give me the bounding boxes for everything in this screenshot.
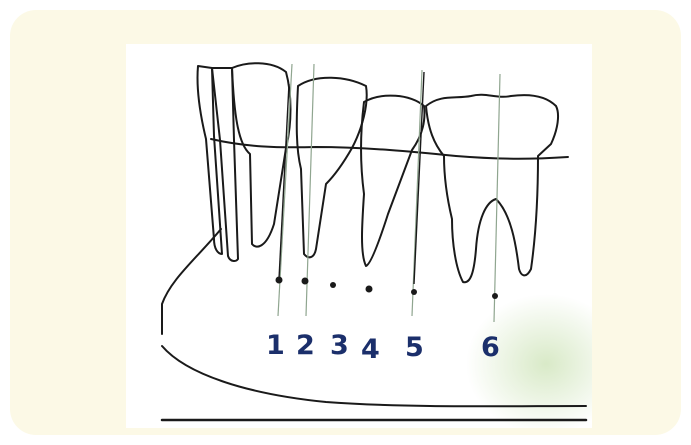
- marker-label-5: 5: [405, 332, 424, 363]
- reference-line-6: [494, 74, 500, 322]
- marker-dot-2: [302, 278, 309, 285]
- tooth-molar: [426, 95, 558, 283]
- reference-line-2: [306, 64, 314, 316]
- tooth-diagram: 1 2 3 4 5 6: [126, 44, 592, 428]
- marker-label-4: 4: [361, 334, 380, 365]
- marker-label-2: 2: [296, 330, 315, 361]
- tooth-premolar-1: [297, 78, 367, 258]
- marker-dot-5: [411, 289, 417, 295]
- marker-label-1: 1: [266, 330, 285, 361]
- marker-dot-4: [366, 286, 373, 293]
- tooth-incisor-1: [197, 66, 222, 254]
- reference-line-dark-5: [414, 72, 424, 284]
- drawing-sheet: 1 2 3 4 5 6: [126, 44, 592, 428]
- figure-card: 1 2 3 4 5 6: [10, 10, 681, 435]
- reference-line-5: [412, 70, 422, 316]
- marker-label-3: 3: [330, 330, 349, 361]
- marker-dot-1: [276, 277, 283, 284]
- jaw-upper-outline: [162, 229, 221, 334]
- marker-dot-6: [492, 293, 498, 299]
- marker-label-6: 6: [481, 332, 500, 363]
- marker-dot-3: [330, 282, 336, 288]
- gum-line: [211, 139, 568, 159]
